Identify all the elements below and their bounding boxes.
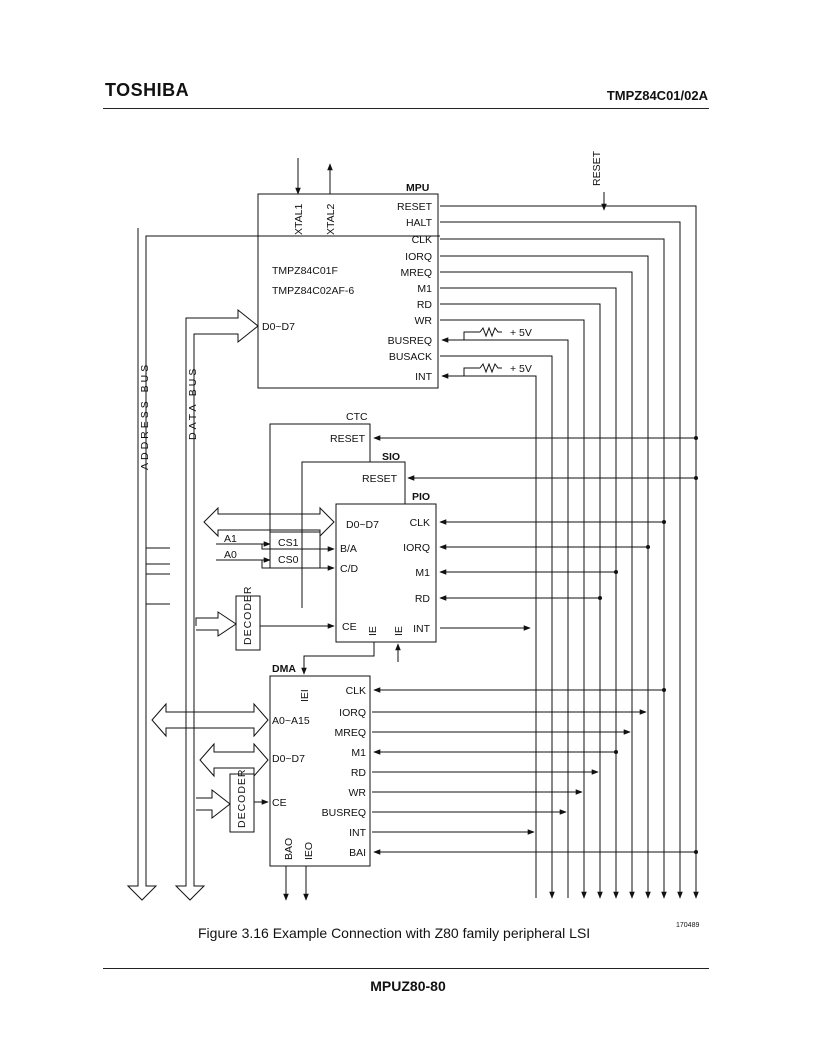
pio-title: PIO: [412, 491, 430, 503]
xtal1-label: XTAL1: [293, 204, 305, 235]
mpu-pin-mreq: MREQ: [401, 267, 433, 279]
mpu-data-label: D0~D7: [262, 321, 295, 333]
decoder-label-1: DECODER: [242, 585, 254, 645]
pullup-label-2: + 5V: [510, 363, 532, 375]
address-bus-label: ADDRESS BUS: [139, 362, 151, 470]
dma-pin-bai: BAI: [349, 847, 366, 859]
footer-rule: [103, 968, 709, 969]
pio-int-label: INT: [413, 623, 431, 635]
dma-title: DMA: [272, 663, 296, 675]
mpu-pin-halt: HALT: [406, 217, 433, 229]
chip1-label: TMPZ84C01F: [272, 265, 338, 277]
reset-input-label: RESET: [591, 150, 603, 186]
pio-ce-label: CE: [342, 621, 357, 633]
dma-iei-label: IEI: [299, 689, 311, 702]
dma-ieo-label: IEO: [303, 842, 315, 860]
mpu-pin-wr: WR: [415, 315, 433, 327]
mpu-pin-clk: CLK: [412, 234, 432, 246]
sio-box: [301, 461, 406, 608]
ctc-reset-label: RESET: [330, 433, 366, 445]
figure-caption: Figure 3.16 Example Connection with Z80 …: [198, 925, 591, 941]
mpu-box: [257, 193, 439, 389]
header-rule: [103, 108, 709, 109]
cs0-label: CS0: [278, 554, 299, 566]
data-bus-label: DATA BUS: [187, 366, 199, 440]
mpu-pin-busack: BUSACK: [389, 351, 432, 363]
pio-rd-label: RD: [415, 593, 431, 605]
a1-label: A1: [224, 533, 237, 545]
dma-addr-label: A0~A15: [272, 715, 310, 727]
pullup-label-1: + 5V: [510, 327, 532, 339]
sio-reset-label: RESET: [362, 473, 398, 485]
pio-cd-label: C/D: [340, 563, 359, 575]
dma-pin-clk: CLK: [346, 685, 366, 697]
dma-pin-m1: M1: [351, 747, 366, 759]
mpu-pin-rd: RD: [417, 299, 433, 311]
decoder-label-2: DECODER: [236, 768, 248, 828]
chip2-label: TMPZ84C02AF-6: [272, 285, 354, 297]
dma-pin-busreq: BUSREQ: [322, 807, 366, 819]
part-number: TMPZ84C01/02A: [606, 88, 708, 103]
figure-code: 170489: [676, 922, 700, 929]
dma-pin-int: INT: [349, 827, 367, 839]
decoder-box-2: [229, 773, 255, 833]
xtal2-label: XTAL2: [325, 204, 337, 235]
pio-clk-label: CLK: [410, 517, 430, 529]
dma-pin-mreq: MREQ: [335, 727, 367, 739]
decoder-box-1: [235, 595, 261, 651]
a0-label: A0: [224, 549, 237, 561]
dma-pin-iorq: IORQ: [339, 707, 366, 719]
ctc-title: CTC: [346, 411, 368, 423]
ctc-box: [269, 423, 371, 568]
cs1-label: CS1: [278, 537, 299, 549]
pio-iorq-label: IORQ: [403, 542, 430, 554]
dma-ce-label: CE: [272, 797, 287, 809]
dma-data-label: D0~D7: [272, 753, 305, 765]
dma-pin-rd: RD: [351, 767, 367, 779]
pio-ba-label: B/A: [340, 543, 357, 555]
pio-m1-label: M1: [415, 567, 430, 579]
mpu-pin-m1: M1: [417, 283, 432, 295]
dma-pin-wr: WR: [349, 787, 367, 799]
mpu-pin-int: INT: [415, 371, 433, 383]
pio-box: [335, 503, 437, 643]
dma-box: [269, 675, 371, 867]
mpu-title: MPU: [406, 182, 429, 194]
mpu-pin-iorq: IORQ: [405, 251, 432, 263]
sio-title: SIO: [382, 451, 400, 463]
page-number: MPUZ80-80: [370, 978, 446, 994]
pio-ie1-label: IE: [367, 626, 379, 636]
pio-data-label: D0~D7: [346, 519, 379, 531]
brand-logo: TOSHIBA: [105, 80, 190, 100]
pio-ie2-label: IE: [393, 626, 405, 636]
mpu-pin-reset: RESET: [397, 201, 433, 213]
mpu-pin-busreq: BUSREQ: [388, 335, 432, 347]
dma-bao-label: BAO: [283, 838, 295, 860]
